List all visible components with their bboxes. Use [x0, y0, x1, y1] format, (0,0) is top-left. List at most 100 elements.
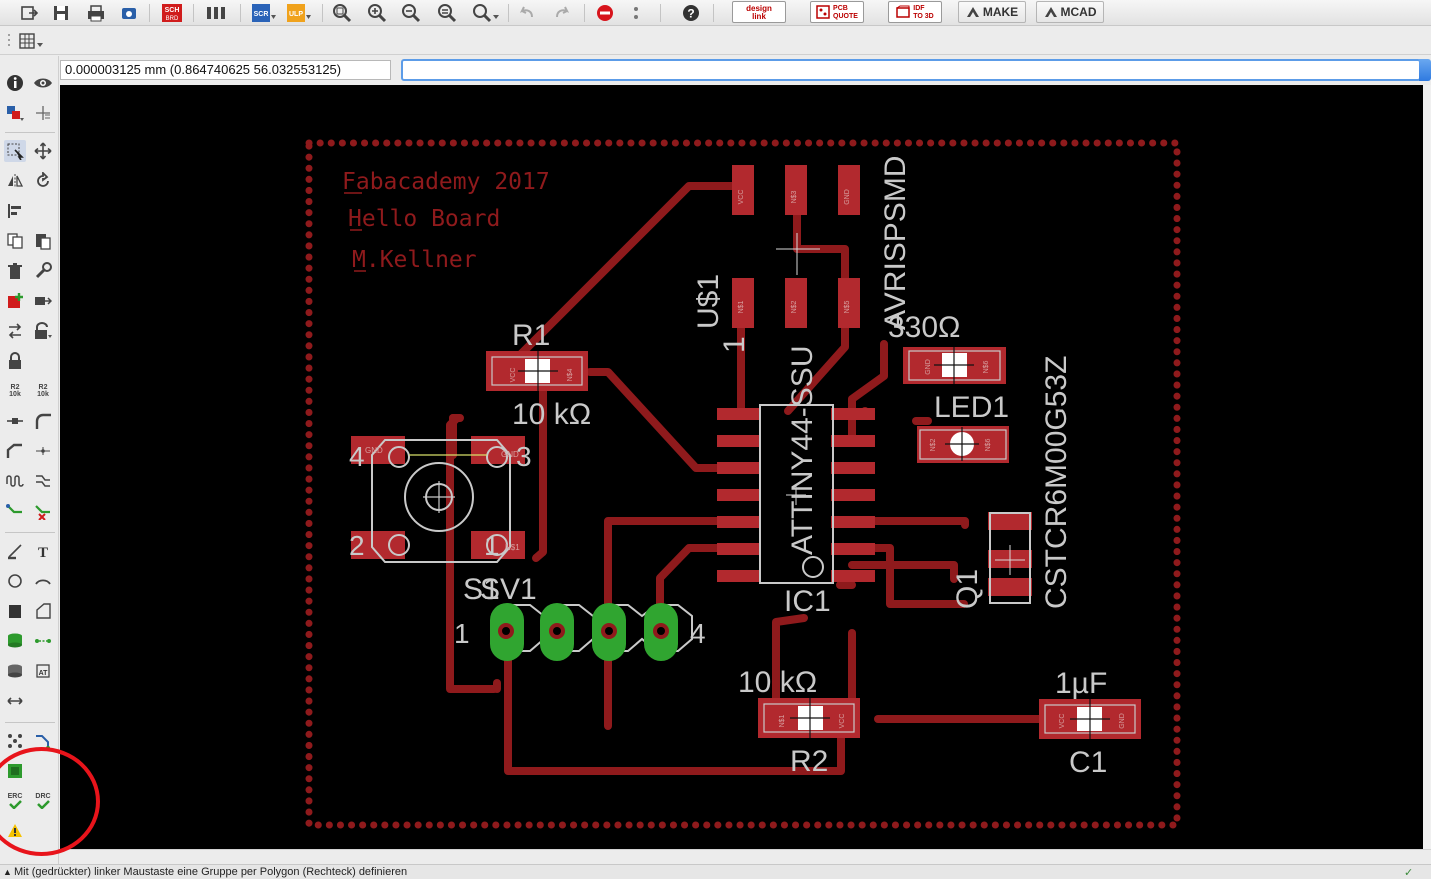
sv1-pin-1-label: 1 [454, 618, 470, 649]
status-bar: Mit (gedrückter) linker Maustaste eine G… [0, 864, 1431, 879]
idf-to-3d-button[interactable]: IDF TO 3D [888, 1, 942, 23]
mcad-button[interactable]: MCAD [1036, 1, 1104, 23]
isp-pad-2 [732, 165, 754, 215]
dimension-icon[interactable] [4, 690, 26, 712]
save-icon[interactable] [50, 2, 72, 24]
info-icon[interactable] [4, 72, 26, 94]
align-icon[interactable] [4, 200, 26, 222]
polygon-icon[interactable] [32, 600, 54, 622]
lock-icon[interactable] [4, 350, 26, 372]
help-icon[interactable]: ? [680, 2, 702, 24]
isp-pin1-label: 1 [718, 336, 751, 353]
attribute-icon[interactable]: AT [32, 660, 54, 682]
isp-header: VCC N$3 GND N$1 N$2 N$5 [732, 165, 860, 328]
c1-value-label: 1µF [1055, 667, 1107, 700]
erc-button[interactable]: ERC [4, 790, 26, 812]
open-icon[interactable] [18, 2, 42, 24]
copy-icon[interactable] [4, 230, 26, 252]
svg-text:N$2: N$2 [930, 438, 937, 451]
split-icon[interactable] [4, 410, 26, 432]
layer-stack-icon[interactable] [4, 660, 26, 682]
arc-icon[interactable] [32, 570, 54, 592]
isp-pad-4-label: N$3 [791, 190, 798, 203]
silkscreen-title: Fabacademy 2017 [342, 169, 550, 195]
zoom-redraw-icon[interactable] [436, 2, 458, 24]
warning-icon[interactable] [4, 820, 26, 842]
script-button[interactable]: SCR [251, 2, 277, 24]
text-icon[interactable]: T [32, 540, 54, 562]
group-select-icon[interactable] [4, 140, 26, 162]
drc-label: DRC [35, 793, 51, 800]
svg-text:AT: AT [39, 670, 49, 677]
lines-icon[interactable] [32, 470, 54, 492]
zoom-out-icon[interactable] [400, 2, 422, 24]
c1-name-label: C1 [1069, 746, 1107, 779]
redo-icon[interactable] [551, 2, 573, 24]
grid-icon[interactable] [18, 30, 44, 52]
rectangle-icon[interactable] [4, 600, 26, 622]
isp-pad-4 [785, 165, 807, 215]
parameter-toolbar [0, 27, 1431, 55]
svg-text:VCC: VCC [510, 368, 517, 383]
sv1-pin-4-label: 4 [690, 618, 706, 649]
led-value-label: 330Ω [888, 311, 960, 344]
print-icon[interactable] [85, 2, 107, 24]
signal-icon[interactable] [32, 630, 54, 652]
board-canvas[interactable]: VCC N$3 GND N$1 N$2 N$5 VCC N$4 [60, 85, 1423, 849]
show-icon[interactable] [32, 72, 54, 94]
circle-icon[interactable] [4, 570, 26, 592]
mirror-icon[interactable] [4, 170, 26, 192]
command-history-dropdown[interactable] [1419, 59, 1431, 81]
board-chip-icon[interactable] [4, 760, 26, 782]
replace-icon[interactable] [32, 290, 54, 312]
zoom-in-icon[interactable] [366, 2, 388, 24]
pcb-quote-button[interactable]: PCB QUOTE [810, 1, 864, 23]
trace-vcc-r1 [507, 182, 747, 368]
change-icon[interactable] [32, 260, 54, 282]
more-options-icon[interactable] [626, 2, 646, 24]
mark-icon[interactable] [32, 102, 54, 124]
q1-resonator [988, 512, 1032, 604]
slice-icon[interactable] [4, 440, 26, 462]
vertical-scrollbar[interactable] [1423, 85, 1431, 849]
undo-icon[interactable] [516, 2, 538, 24]
delete-icon[interactable] [4, 260, 26, 282]
pcb-layout: VCC N$3 GND N$1 N$2 N$5 VCC N$4 [305, 139, 1181, 829]
route-icon[interactable] [4, 500, 26, 522]
follow-me-router-icon[interactable] [32, 730, 54, 752]
cam-processor-icon[interactable] [118, 2, 140, 24]
swap-icon[interactable] [4, 320, 26, 342]
design-link-button[interactable]: design link [732, 1, 786, 23]
wire-icon[interactable] [4, 540, 26, 562]
meander-icon[interactable] [4, 470, 26, 492]
zoom-select-icon[interactable] [471, 2, 501, 24]
add-part-icon[interactable] [4, 290, 26, 312]
miter-icon[interactable] [32, 410, 54, 432]
svg-text:?: ? [687, 7, 694, 21]
optimize-icon[interactable] [32, 440, 54, 462]
paste-icon[interactable] [32, 230, 54, 252]
rotate-icon[interactable] [32, 170, 54, 192]
zoom-fit-icon[interactable] [331, 2, 353, 24]
command-line-input[interactable] [401, 59, 1421, 81]
svg-text:N$1: N$1 [505, 543, 520, 552]
move-icon[interactable] [32, 140, 54, 162]
sv1-header: 1 4 [454, 603, 706, 661]
horizontal-scrollbar[interactable] [60, 849, 1431, 864]
ulp-button[interactable]: ULP [286, 2, 312, 24]
layer-settings-icon[interactable] [203, 2, 229, 24]
stop-command-icon[interactable] [594, 2, 616, 24]
display-layers-icon[interactable] [4, 102, 26, 124]
ripup-icon[interactable] [32, 500, 54, 522]
make-button[interactable]: MAKE [958, 1, 1026, 23]
ratsnest-icon[interactable] [4, 630, 26, 652]
isp-pad-3 [785, 278, 807, 328]
lock-variant-icon[interactable] [32, 320, 54, 342]
drc-button[interactable]: DRC [32, 790, 54, 812]
auto-router-icon[interactable] [4, 730, 26, 752]
s1-pin-2-label: 2 [349, 530, 365, 561]
sv1-name-label: SV1 [480, 573, 537, 606]
